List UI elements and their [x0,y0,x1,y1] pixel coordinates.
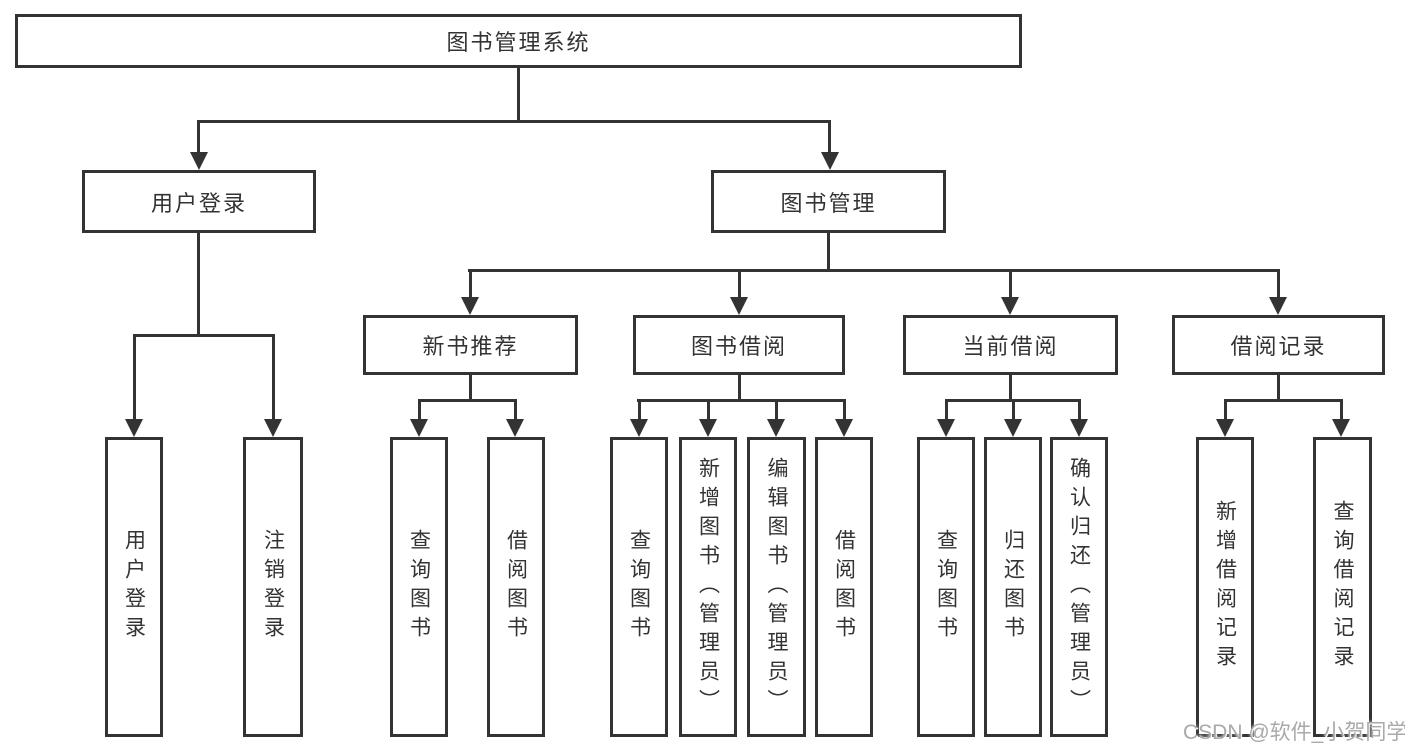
connector-line [828,120,831,154]
arrowhead [264,419,282,437]
connector-line [1340,399,1343,421]
leaf-query-books-recommend: 查询图书 [390,437,448,737]
connector-line [945,399,948,421]
connector-line [707,399,710,421]
leaf-user-login: 用户登录 [105,437,163,737]
leaf-confirm-return-admin: 确认归还（管理员） [1050,437,1108,737]
connector-line [197,120,200,154]
arrowhead [410,419,428,437]
leaf-logout: 注销登录 [243,437,303,737]
connector-line [827,233,830,271]
arrowhead [835,419,853,437]
leaf-query-books-current: 查询图书 [917,437,975,737]
arrowhead [699,419,717,437]
connector-line [738,269,741,299]
arrowhead [190,152,208,170]
connector-line [775,399,778,421]
arrowhead [821,152,839,170]
arrowhead [506,419,524,437]
watermark: CSDN @软件_小贺同学 [1183,721,1405,744]
connector-line [468,269,1280,272]
connector-line [1277,269,1280,299]
connector-line [843,399,846,421]
connector-line [133,334,136,420]
connector-line [272,334,275,420]
connector-line [469,269,472,299]
connector-line [197,233,200,336]
arrowhead [1269,297,1287,315]
leaf-query-borrow-record: 查询借阅记录 [1313,437,1372,737]
arrowhead [1332,419,1350,437]
arrowhead [125,419,143,437]
leaf-borrow-books: 借阅图书 [815,437,873,737]
arrowhead [937,419,955,437]
arrowhead [1070,419,1088,437]
arrowhead [1001,297,1019,315]
connector-line [738,375,741,402]
connector-line [1078,399,1081,421]
arrowhead [1004,419,1022,437]
connector-line [1277,375,1280,402]
node-book-borrow: 图书借阅 [633,315,845,375]
arrowhead [767,419,785,437]
node-current-borrow: 当前借阅 [903,315,1118,375]
connector-line [197,120,831,123]
connector-line [1012,399,1015,421]
connector-line [637,399,846,402]
arrowhead [630,419,648,437]
connector-line [1224,399,1227,421]
connector-line [469,375,472,402]
connector-line [1009,375,1012,402]
node-new-book-recommend: 新书推荐 [363,315,578,375]
node-book-management: 图书管理 [711,170,946,233]
arrowhead [730,297,748,315]
arrowhead [461,297,479,315]
node-borrow-records: 借阅记录 [1172,315,1385,375]
leaf-borrow-books-recommend: 借阅图书 [487,437,545,737]
arrowhead [1216,419,1234,437]
connector-line [418,399,421,421]
node-user-login: 用户登录 [82,170,316,233]
connector-line [638,399,641,421]
leaf-return-books: 归还图书 [984,437,1042,737]
connector-line [133,334,275,337]
connector-line [517,68,520,122]
connector-line [1009,269,1012,299]
connector-line [418,399,517,402]
leaf-add-borrow-record: 新增借阅记录 [1196,437,1254,737]
connector-line [1224,399,1343,402]
connector-line [514,399,517,421]
leaf-query-books-borrow: 查询图书 [610,437,668,737]
leaf-add-book-admin: 新增图书（管理员） [679,437,737,737]
leaf-edit-book-admin: 编辑图书（管理员） [747,437,806,737]
node-library-system: 图书管理系统 [15,14,1022,68]
